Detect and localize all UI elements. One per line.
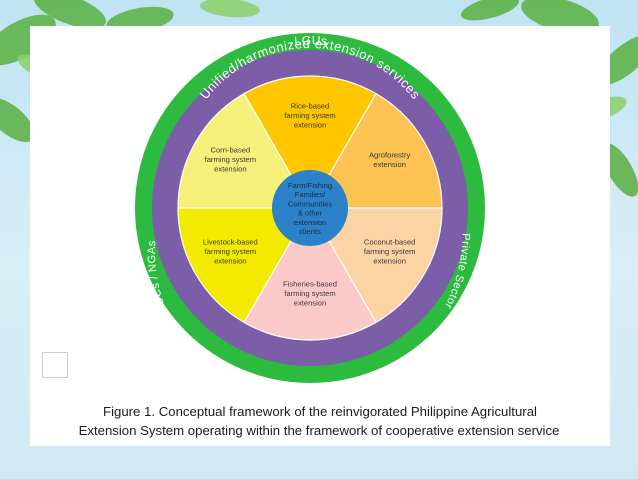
- center-label-line: extension: [294, 218, 327, 227]
- segment-label-line: extension: [294, 121, 327, 130]
- segment-label-line: farming system: [284, 289, 335, 298]
- segment-coconut: [308, 207, 443, 324]
- figure-caption-line2: Extension System operating within the fr…: [78, 423, 560, 438]
- segment-label-line: farming system: [205, 155, 256, 164]
- segment-label-line: extension: [214, 165, 247, 174]
- segment-label-line: Agroforestry: [369, 150, 411, 159]
- placeholder-box: [42, 352, 68, 378]
- segment-agroforestry: [308, 92, 443, 209]
- segment-label-line: farming system: [364, 247, 415, 256]
- segment-label-line: extension: [214, 257, 247, 266]
- segment-label-line: Livestock-based: [203, 238, 258, 247]
- segment-label-line: Rice-based: [291, 102, 329, 111]
- segment-label-line: extension: [373, 257, 406, 266]
- segment-fisheries: [243, 206, 377, 341]
- figure-caption-line1: Figure 1. Conceptual framework of the re…: [103, 404, 537, 419]
- segment-label-line: Coconut-based: [364, 238, 416, 247]
- center-circle: [272, 170, 348, 246]
- segment-label-line: Corn-based: [210, 146, 250, 155]
- segment-rice: [243, 75, 377, 210]
- segment-label-line: Fisheries-based: [283, 280, 337, 289]
- center-label-line: Farm/Fishing: [288, 181, 332, 190]
- segment-label-line: farming system: [205, 247, 256, 256]
- center-label-line: Communities: [288, 199, 333, 208]
- center-label-line: & other: [298, 209, 323, 218]
- center-label-line: clients: [299, 227, 321, 236]
- svg-text:LGUs: LGUs: [294, 33, 328, 48]
- segment-corn: [177, 92, 312, 209]
- segment-label-line: farming system: [284, 111, 335, 120]
- center-label-line: Families/: [295, 190, 326, 199]
- segment-label-line: extension: [294, 299, 327, 308]
- segment-label-line: extension: [373, 160, 406, 169]
- outer-ring-top-label: LGUs: [294, 33, 328, 48]
- segment-livestock: [177, 207, 312, 324]
